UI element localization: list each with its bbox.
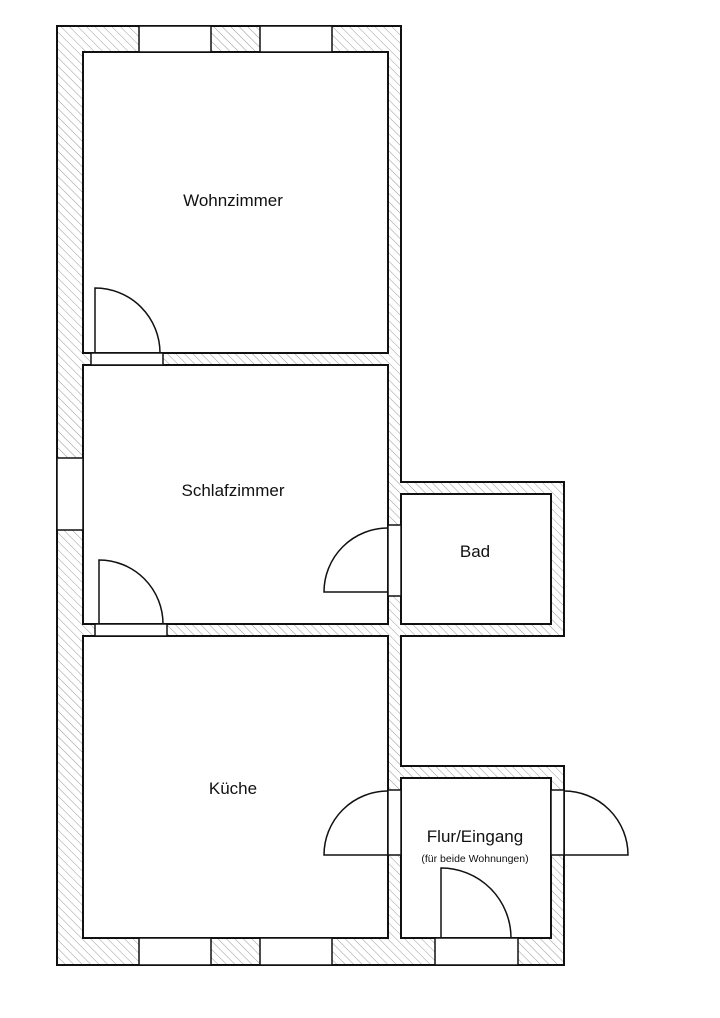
door-swing-kueche bbox=[323, 790, 389, 856]
window-top-2 bbox=[259, 25, 333, 53]
door-swing-bad bbox=[323, 527, 389, 593]
door-opening-wohnzimmer bbox=[90, 352, 164, 366]
door-opening-bad bbox=[387, 524, 402, 597]
door-swing-schlafzimmer bbox=[98, 559, 164, 625]
label-flur: Flur/Eingang bbox=[427, 827, 523, 846]
door-swing-entrance bbox=[563, 790, 629, 856]
label-flur-note: (für beide Wohnungen) bbox=[421, 853, 528, 865]
label-wohnzimmer: Wohnzimmer bbox=[183, 191, 283, 210]
room-schlafzimmer bbox=[82, 364, 389, 625]
room-kueche bbox=[82, 635, 389, 939]
door-opening-kueche bbox=[387, 789, 402, 856]
door-swing-flur bbox=[440, 867, 512, 939]
window-left bbox=[56, 457, 84, 531]
door-opening-schlafzimmer bbox=[94, 623, 168, 637]
window-top-1 bbox=[138, 25, 212, 53]
room-flur bbox=[400, 777, 552, 939]
door-opening-flur-right bbox=[550, 789, 565, 856]
label-bad: Bad bbox=[460, 542, 490, 561]
door-swing-wohnzimmer bbox=[94, 287, 161, 354]
label-kueche: Küche bbox=[209, 779, 257, 798]
window-bottom-1 bbox=[138, 937, 212, 966]
window-bottom-2 bbox=[259, 937, 333, 966]
label-schlafzimmer: Schlafzimmer bbox=[182, 481, 285, 500]
door-opening-flur-bottom bbox=[434, 937, 519, 966]
room-wohnzimmer bbox=[82, 51, 389, 354]
wall-gap-corridor bbox=[402, 637, 562, 765]
